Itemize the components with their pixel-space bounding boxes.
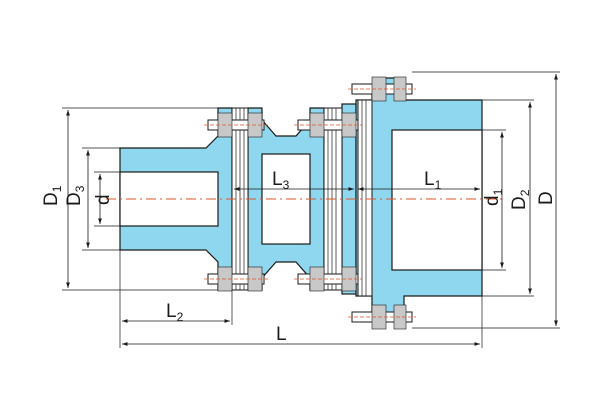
right-hub-bore (391, 129, 483, 271)
bolt-bottom-right (348, 304, 416, 330)
label-L3: L3 (272, 169, 290, 192)
disc-pack-outer (357, 99, 373, 297)
label-L1: L1 (424, 169, 442, 192)
label-L2: L2 (166, 301, 184, 324)
label-d1: d1 (482, 188, 505, 206)
bolt-top-middle (294, 112, 362, 138)
label-D3: D3 (64, 185, 87, 206)
bolt-bottom-left (204, 266, 270, 292)
label-D1: D1 (41, 185, 64, 206)
label-d: d (93, 194, 114, 205)
bolt-top-right (348, 76, 416, 102)
extension-lines (62, 71, 560, 348)
label-L: L (276, 324, 287, 345)
bolt-bottom-middle (294, 266, 362, 292)
label-D: D (536, 191, 557, 205)
label-D2: D2 (509, 189, 532, 210)
bolt-top-left (204, 112, 270, 138)
